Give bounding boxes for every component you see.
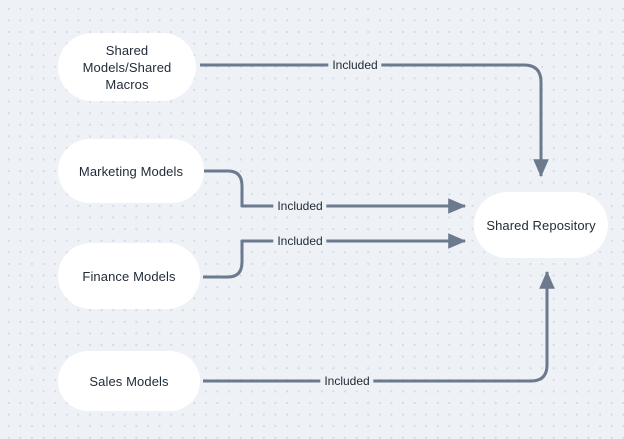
edge-label-sales-models: Included — [320, 374, 374, 388]
node-marketing-models[interactable]: Marketing Models — [58, 139, 204, 203]
node-sales-models[interactable]: Sales Models — [58, 351, 200, 411]
node-finance-models[interactable]: Finance Models — [58, 243, 200, 309]
edge-label-shared-models: Included — [328, 58, 382, 72]
edge-marketing-models-to-repo — [203, 169, 467, 214]
edge-label-marketing-models: Included — [273, 199, 327, 213]
edge-shared-models-to-repo — [200, 63, 549, 178]
edge-finance-models-to-repo — [203, 233, 467, 279]
node-label: Sales Models — [89, 373, 169, 389]
edge-sales-models-to-repo — [203, 270, 555, 383]
node-label: Marketing Models — [78, 163, 184, 179]
node-label: Shared Repository — [486, 217, 596, 233]
edge-label-finance-models: Included — [273, 234, 327, 248]
node-label: Finance Models — [82, 268, 176, 284]
node-shared-models[interactable]: Shared Models/Shared Macros — [58, 33, 196, 101]
node-label: Shared Models/Shared Macros — [82, 42, 172, 92]
node-shared-repository[interactable]: Shared Repository — [474, 192, 608, 258]
